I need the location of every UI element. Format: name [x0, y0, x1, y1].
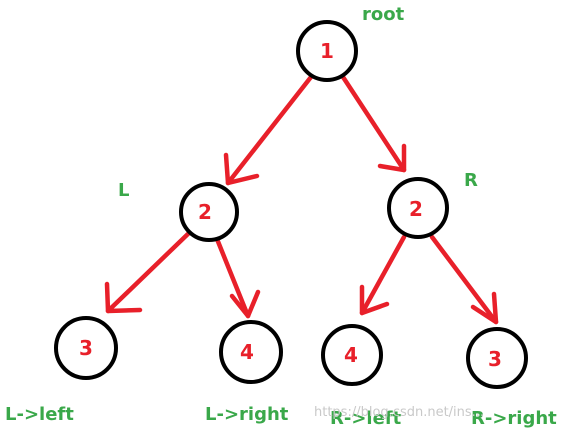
node-ll: 3: [54, 316, 118, 380]
label-lr: L->right: [205, 404, 289, 425]
edge-l-left: [105, 229, 193, 314]
node-ll-value: 3: [79, 336, 93, 360]
labels: root L R L->left L->right R->left R->rig…: [5, 4, 557, 429]
node-r-circle: [387, 177, 449, 239]
edge-root-right-arrowhead: [377, 143, 407, 173]
node-rr: 3: [466, 327, 528, 389]
label-rr: R->right: [471, 408, 557, 429]
node-rl: 4: [321, 324, 383, 386]
node-l: 2: [179, 182, 239, 242]
node-rr-value: 3: [488, 347, 502, 371]
edge-r-left: [359, 234, 407, 316]
edge-l-right-arrowhead: [229, 289, 261, 319]
node-lr-circle: [219, 320, 283, 384]
edge-root-left-arrowhead: [223, 152, 260, 186]
node-rl-value: 4: [344, 343, 358, 367]
node-root-circle: [296, 20, 358, 82]
label-ll: L->left: [5, 404, 74, 425]
node-root-value: 1: [320, 39, 334, 63]
node-lr-value: 4: [240, 340, 254, 364]
watermark: https://blog.csdn.net/ins...: [314, 405, 484, 420]
edge-r-right-arrowhead: [470, 291, 499, 325]
node-root: 1: [296, 20, 358, 82]
edge-root-left: [225, 74, 314, 186]
node-r-value: 2: [409, 197, 423, 221]
edges: [104, 74, 499, 325]
node-l-value: 2: [198, 200, 212, 224]
edge-l-right: [214, 236, 251, 319]
edge-r-left-arrowhead: [359, 284, 390, 316]
node-rl-circle: [321, 324, 383, 386]
label-root: root: [362, 4, 405, 25]
edge-root-right: [340, 74, 407, 173]
node-rr-circle: [466, 327, 528, 389]
node-r: 2: [387, 177, 449, 239]
edge-r-right: [429, 234, 499, 325]
label-r: R: [464, 170, 478, 191]
node-l-circle: [179, 182, 239, 242]
label-l: L: [118, 180, 129, 201]
node-ll-circle: [54, 316, 118, 380]
label-rl: R->left: [330, 408, 402, 429]
edge-l-left-arrowhead: [104, 281, 143, 314]
node-lr: 4: [219, 320, 283, 384]
